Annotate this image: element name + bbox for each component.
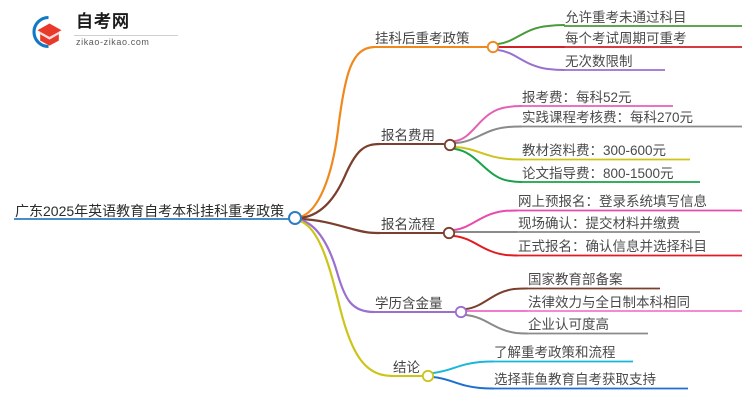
branch-1-node[interactable] xyxy=(486,40,500,54)
branch-label-4[interactable]: 学历含金量 xyxy=(375,296,443,311)
logo-name-cn: 自考网 xyxy=(76,12,130,31)
leaf-wire-5-2 xyxy=(432,376,494,390)
trunk-3 xyxy=(298,217,382,235)
branch-label-1[interactable]: 挂科后重考政策 xyxy=(375,31,470,46)
site-logo: 自考网 zikao-zikao.com xyxy=(28,12,178,52)
branch-label-2[interactable]: 报名费用 xyxy=(381,128,435,143)
leaf-wire-2-4 xyxy=(454,148,522,183)
leaf-wire-4-1 xyxy=(465,287,528,310)
leaf-label-1-1[interactable]: 允许重考未通过科目 xyxy=(565,10,687,25)
branch-5-node[interactable] xyxy=(421,369,435,383)
branch-4-node[interactable] xyxy=(454,305,468,319)
leaf-label-1-2[interactable]: 每个考试周期可重考 xyxy=(565,31,687,46)
leaf-label-1-3[interactable]: 无次数限制 xyxy=(565,54,633,69)
trunk-4 xyxy=(298,218,376,314)
leaf-label-4-3[interactable]: 企业认可度高 xyxy=(528,317,609,332)
leaf-wire-2-1 xyxy=(454,105,522,142)
branch-2-node[interactable] xyxy=(443,138,457,152)
leaf-label-4-2[interactable]: 法律效力与全日制本科相同 xyxy=(528,295,690,310)
leaf-wire-3-3 xyxy=(453,235,518,257)
leaf-label-2-2[interactable]: 实践课程考核费：每科270元 xyxy=(522,110,694,125)
leaf-label-2-1[interactable]: 报考费：每科52元 xyxy=(522,90,632,105)
leaf-label-3-2[interactable]: 现场确认：提交材料并缴费 xyxy=(518,216,680,231)
logo-url: zikao-zikao.com xyxy=(76,37,150,47)
leaf-wire-4-3 xyxy=(465,314,528,335)
root-label: 广东2025年英语教育自考本科挂科重考政策 xyxy=(15,203,285,219)
leaf-label-2-4[interactable]: 论文指导费：800-1500元 xyxy=(522,166,674,181)
leaf-label-3-3[interactable]: 正式报名：确认信息并选择科目 xyxy=(518,239,707,254)
leaf-label-2-3[interactable]: 教材资料费：300-600元 xyxy=(522,143,667,158)
branch-label-5[interactable]: 结论 xyxy=(393,360,420,375)
leaf-wire-5-1 xyxy=(432,360,494,374)
leaf-wire-2-2 xyxy=(454,125,522,144)
trunk-1 xyxy=(298,45,376,219)
leaf-wire-1-3 xyxy=(497,49,565,71)
leaf-wire-1-1 xyxy=(497,24,565,45)
branch-label-3[interactable]: 报名流程 xyxy=(381,217,435,232)
logo-divider xyxy=(74,35,178,36)
leaf-wire-3-1 xyxy=(453,209,518,231)
leaf-wire-2-3 xyxy=(454,146,522,161)
trunk-2 xyxy=(298,142,382,220)
leaf-label-3-1[interactable]: 网上预报名：登录系统填写信息 xyxy=(518,194,707,209)
branch-3-node[interactable] xyxy=(442,226,456,240)
root-node[interactable] xyxy=(288,211,302,225)
leaf-label-5-2[interactable]: 选择菲鱼教育自考获取支持 xyxy=(494,372,656,387)
graduation-cap-swoosh-icon xyxy=(32,15,62,49)
leaf-label-5-1[interactable]: 了解重考政策和流程 xyxy=(494,345,616,360)
leaf-label-4-1[interactable]: 国家教育部备案 xyxy=(528,272,623,287)
